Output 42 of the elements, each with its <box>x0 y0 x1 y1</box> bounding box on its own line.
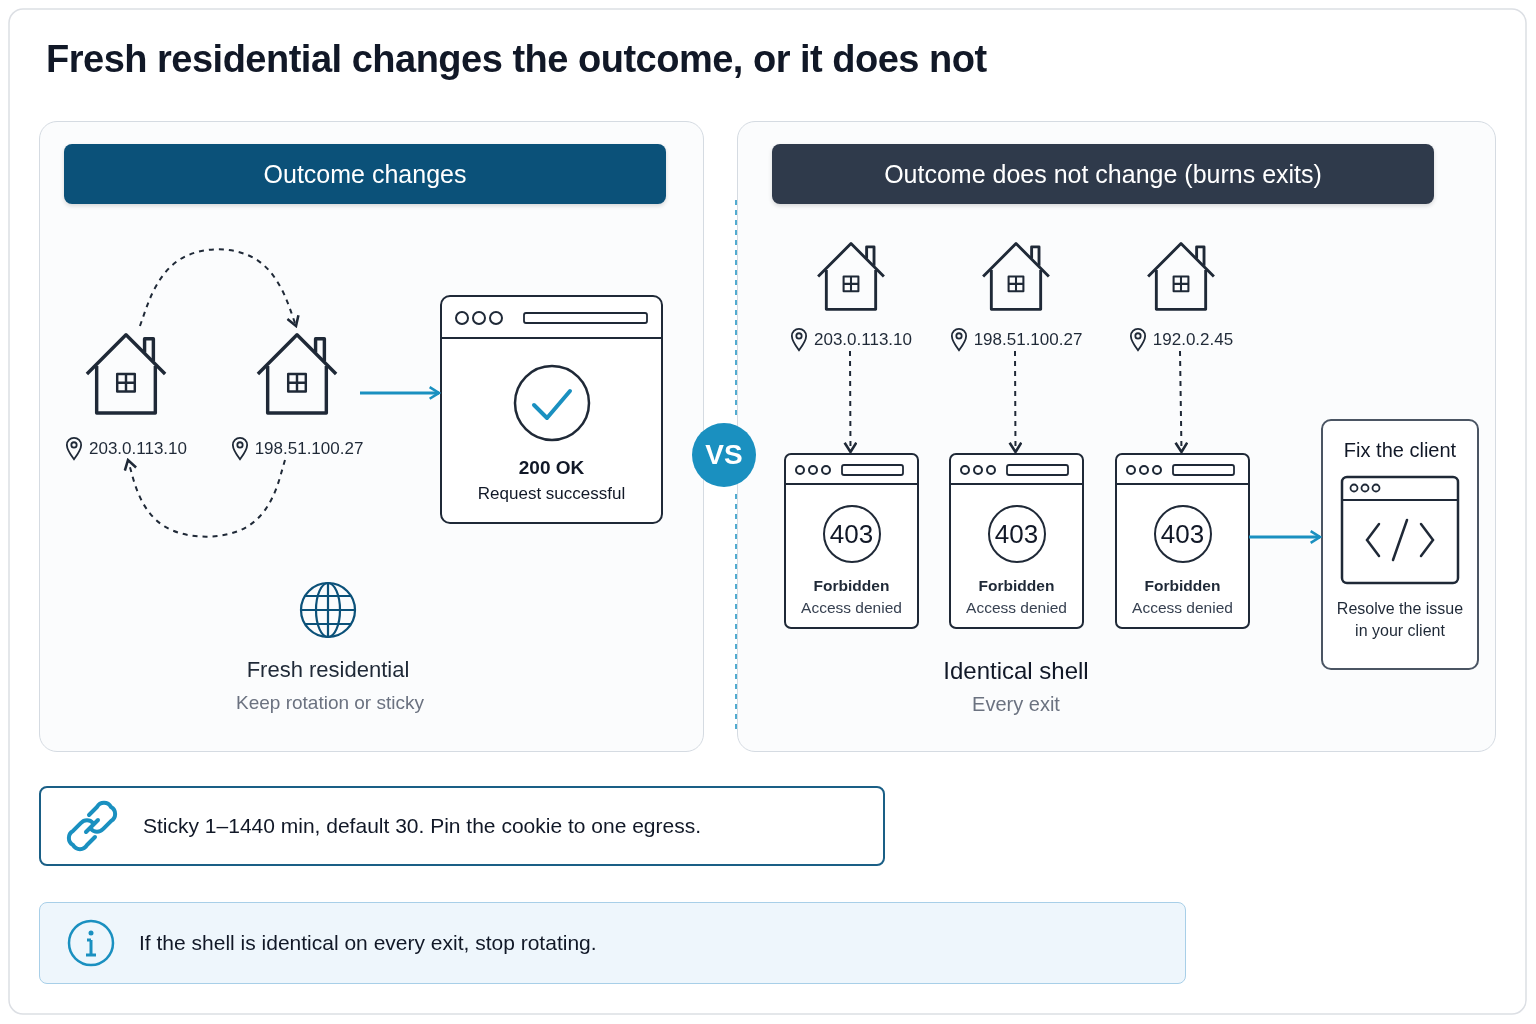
status-code: 403 <box>822 505 881 563</box>
title: Fresh residential changes the outcome, or it does not <box>46 38 987 81</box>
status-text: Forbidden <box>813 577 890 595</box>
status-text: Request successful <box>477 484 626 504</box>
ip-address: 198.51.100.27 <box>254 438 364 459</box>
status-code: 403 <box>1153 505 1212 563</box>
solution-card <box>1321 419 1479 670</box>
arrow <box>1249 529 1322 545</box>
ip-address: 203.0.113.10 <box>814 329 912 350</box>
info-text: If the shell is identical on every exit, stop rotating. <box>139 931 597 955</box>
header-banner: Outcome does not change (burns exits) <box>772 144 1434 204</box>
arrow <box>843 350 858 454</box>
ip-address: 192.0.2.45 <box>1152 329 1234 350</box>
card-text: Resolve the issue in your client <box>1335 599 1465 641</box>
panel <box>39 121 704 752</box>
status-text: Forbidden <box>1144 577 1221 595</box>
status-text: Access denied <box>966 599 1067 617</box>
status-code: 403 <box>987 505 1046 563</box>
arrow <box>138 248 300 328</box>
status-code: 200 OK <box>518 457 585 479</box>
ip-address: 198.51.100.27 <box>973 329 1083 350</box>
browser-window <box>784 453 919 629</box>
caption-heading: Fresh residential <box>245 657 411 683</box>
note-bar <box>39 786 885 866</box>
card-heading: Fix the client <box>1343 439 1457 462</box>
arrow <box>123 458 286 538</box>
arrow <box>360 385 441 401</box>
caption-text: Keep rotation or sticky <box>235 692 425 714</box>
status-text: Access denied <box>801 599 902 617</box>
browser-window <box>949 453 1084 629</box>
info-bar <box>39 902 1186 984</box>
status-text: Forbidden <box>978 577 1055 595</box>
header-banner: Outcome changes <box>64 144 666 204</box>
status-text: Access denied <box>1132 599 1233 617</box>
caption-heading: Identical shell <box>942 657 1090 685</box>
note-text: Sticky 1–1440 min, default 30. Pin the cookie to one egress. <box>143 814 701 838</box>
caption-text: Every exit <box>971 693 1061 716</box>
arrow <box>1008 350 1023 454</box>
browser-window <box>1115 453 1250 629</box>
browser-window <box>440 295 663 524</box>
ip-address: 203.0.113.10 <box>89 438 187 459</box>
arrow <box>1174 350 1189 454</box>
